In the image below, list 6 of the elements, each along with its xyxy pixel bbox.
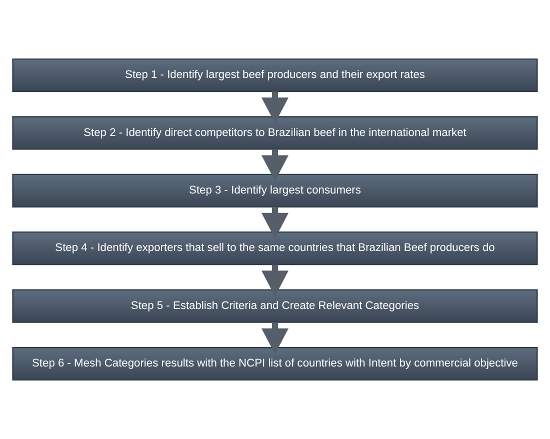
node-box: Step 4 - Identify exporters that sell to the same countries that Brazilian Beef producers do (12, 232, 538, 266)
node-box: Step 2 - Identify direct competitors to Brazilian beef in the international market (12, 116, 538, 150)
node-box: Step 6 - Mesh Categories results with the NCPI list of countries with Intent by commercial objective (12, 346, 538, 381)
node-box: Step 5 - Establish Criteria and Create Relevant Categories (12, 289, 538, 323)
node-box: Step 1 - Identify largest beef producers and their export rates (12, 58, 538, 92)
node-box: Step 3 - Identify largest consumers (12, 174, 538, 208)
